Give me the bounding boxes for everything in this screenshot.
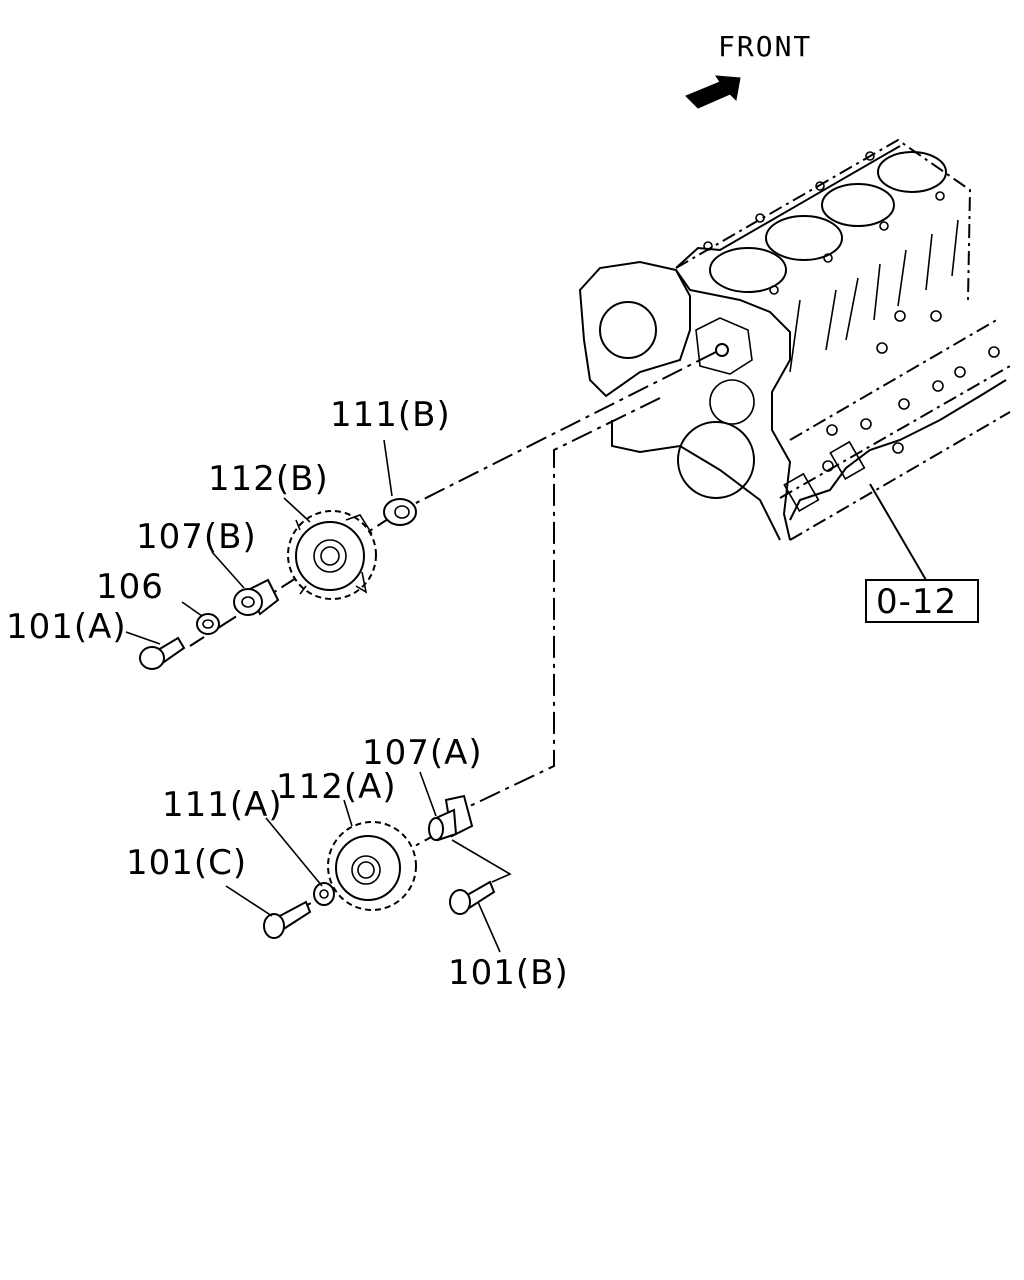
callout-101a: 101(A) (6, 607, 127, 647)
thrust-washer-111a (313, 882, 335, 906)
bolt-101c (263, 900, 312, 939)
callout-107b: 107(B) (136, 517, 257, 557)
idler-gear-112b (287, 510, 377, 600)
lower-gear-routing-line (469, 397, 661, 807)
idler-shaft-107b (233, 578, 280, 616)
leader-lines (125, 439, 512, 953)
idler-shaft-107a (428, 794, 474, 842)
bolt-101a (139, 636, 186, 670)
bolt-101b (449, 880, 496, 915)
callout-107a: 107(A) (362, 733, 483, 773)
callout-106: 106 (96, 567, 164, 607)
reference-box-label: 0-12 (876, 582, 957, 622)
callout-112b: 112(B) (208, 459, 329, 499)
upper-gear-axis-line (409, 351, 717, 507)
idler-gear-112a (327, 821, 417, 911)
front-arrow-icon (685, 75, 741, 109)
front-label: FRONT (718, 30, 812, 63)
engine-block (578, 138, 1011, 541)
washer-106 (196, 613, 220, 635)
thrust-washer-111b (383, 498, 417, 526)
reference-box: 0-12 (865, 579, 979, 623)
callout-111a: 111(A) (162, 785, 283, 825)
callout-101b: 101(B) (448, 953, 569, 993)
reference-leader (869, 483, 927, 581)
callout-112a: 112(A) (276, 767, 397, 807)
callout-111b: 111(B) (330, 395, 451, 435)
callout-101c: 101(C) (126, 843, 247, 883)
